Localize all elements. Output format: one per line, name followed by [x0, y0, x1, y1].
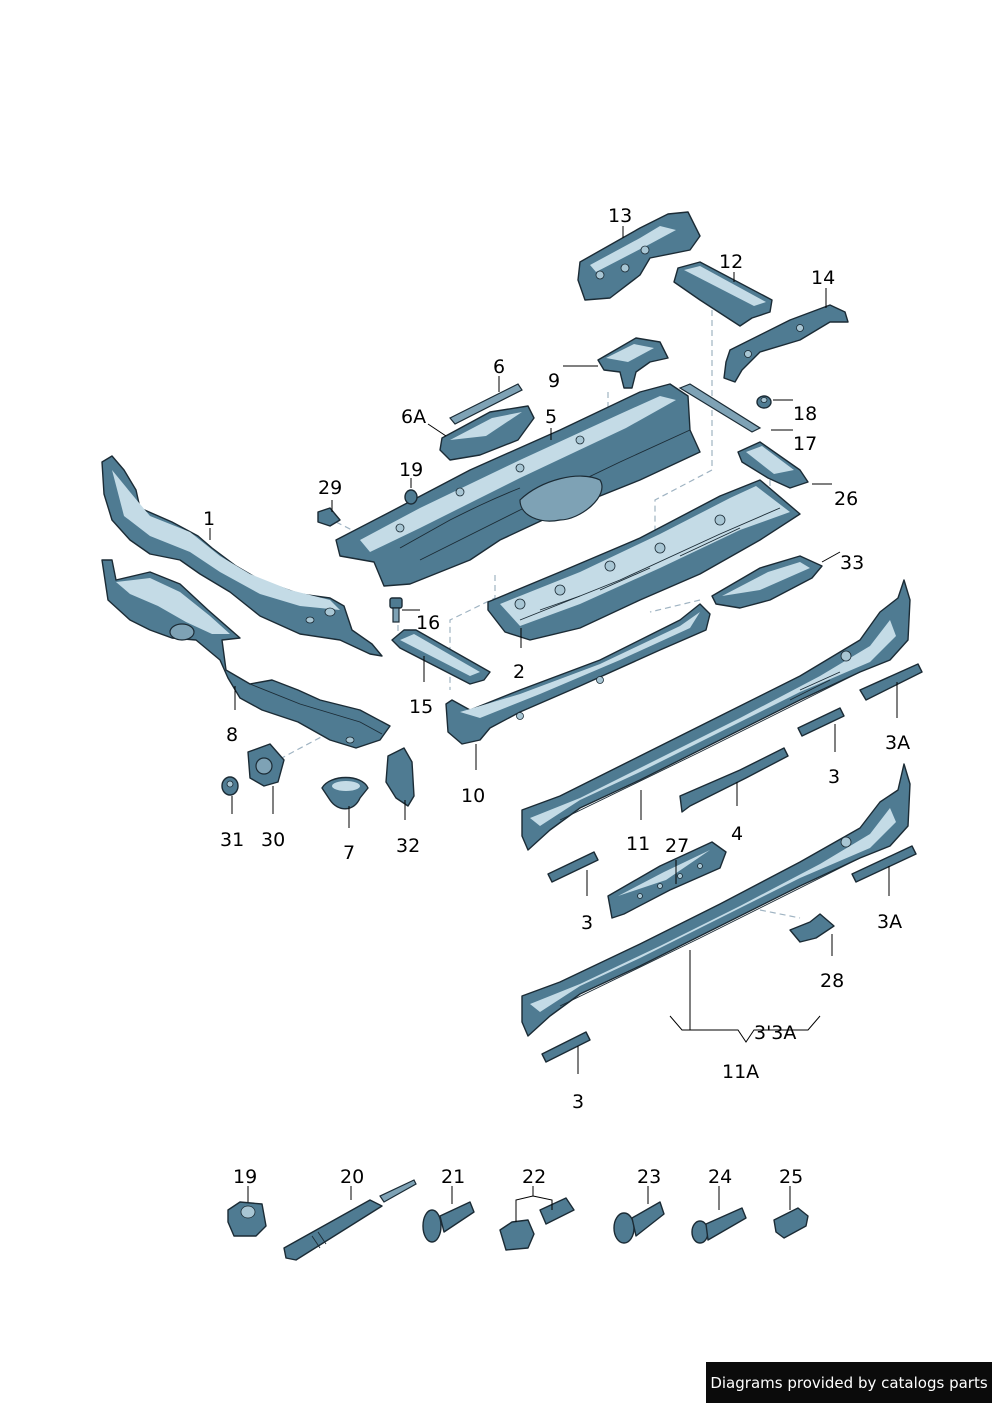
callout-3-lower: 3 [572, 1091, 584, 1113]
part-6-heat-shield [449, 383, 523, 425]
callout-31: 31 [220, 829, 244, 851]
part-3-clip-strips [541, 663, 923, 1063]
hardware-22-bolt-set [499, 1197, 575, 1251]
hardware-label-25: 25 [779, 1166, 803, 1188]
part-16-bolt [389, 597, 403, 623]
hardware-21-screw [422, 1201, 475, 1243]
hardware-label-20: 20 [340, 1166, 364, 1188]
callout-30: 30 [261, 829, 285, 851]
callout-9: 9 [548, 370, 560, 392]
callout-10: 10 [461, 785, 485, 807]
part-11A-sill-panel [521, 763, 911, 1037]
callout-26: 26 [834, 488, 858, 510]
part-7-cup [321, 776, 369, 810]
callout-14: 14 [811, 267, 835, 289]
part-4-strip [679, 747, 789, 813]
part-2-floor-pan [487, 479, 801, 641]
hardware-24-screw [691, 1207, 747, 1244]
hardware-label-19: 19 [233, 1166, 257, 1188]
callout-32: 32 [396, 835, 420, 857]
part-13-bracket [577, 211, 701, 301]
part-8-rear-floor [101, 559, 391, 749]
callout-labels: 13 12 14 6 9 6A 5 18 17 19 26 29 1 33 16… [203, 205, 910, 1113]
callout-3A: 3A [885, 732, 910, 754]
callout-3-upper: 3 [828, 766, 840, 788]
part-19-nut [404, 489, 418, 505]
callout-2: 2 [513, 661, 525, 683]
callout-16: 16 [416, 612, 440, 634]
part-18-nut [756, 395, 772, 409]
callout-11: 11 [626, 833, 650, 855]
callout-27: 27 [665, 835, 689, 857]
part-12-cross-member [673, 261, 773, 327]
callout-19: 19 [399, 459, 423, 481]
hardware-label-22: 22 [522, 1166, 546, 1188]
leader-lines [209, 226, 898, 1222]
part-26-plate [737, 441, 809, 489]
part-30-bracket [247, 743, 285, 787]
hardware-20-tool [283, 1179, 417, 1261]
callout-15: 15 [409, 696, 433, 718]
hardware-label-23: 23 [637, 1166, 661, 1188]
hardware-25-cap [773, 1207, 809, 1239]
hardware-label-21: 21 [441, 1166, 465, 1188]
part-11-sill-panel [521, 579, 911, 851]
part-10-side-member [445, 603, 711, 745]
hardware-19-nut [227, 1201, 267, 1237]
callout-6: 6 [493, 356, 505, 378]
callout-18: 18 [793, 403, 817, 425]
hardware-label-24: 24 [708, 1166, 732, 1188]
part-32-bracket [385, 747, 415, 807]
callout-3A-lower: 3A [877, 911, 902, 933]
part-9-bracket [597, 337, 669, 389]
part-5-tunnel [335, 383, 701, 587]
part-27-strip [607, 841, 727, 919]
callout-1: 1 [203, 508, 215, 530]
callout-7: 7 [343, 842, 355, 864]
callout-8: 8 [226, 724, 238, 746]
callout-12: 12 [719, 251, 743, 273]
hardware-23-clip [613, 1201, 665, 1244]
callout-33: 33 [840, 552, 864, 574]
callout-17: 17 [793, 433, 817, 455]
part-28-bracket [789, 913, 835, 943]
part-17-strut [678, 383, 762, 433]
callout-4: 4 [731, 823, 743, 845]
callout-5: 5 [545, 406, 557, 428]
part-31-nut [221, 776, 239, 796]
callout-6A: 6A [401, 406, 426, 428]
callout-29: 29 [318, 477, 342, 499]
callout-28: 28 [820, 970, 844, 992]
part-29-clip [317, 507, 341, 527]
footer-banner: Diagrams provided by catalogs parts [706, 1362, 992, 1403]
footer-text: Diagrams provided by catalogs parts [710, 1373, 988, 1392]
part-1-floor-panel [101, 455, 383, 657]
part-33-bracket [711, 555, 823, 609]
callout-3-mid: 3 [581, 912, 593, 934]
hardware-labels: 19 20 21 22 23 24 25 [233, 1166, 803, 1188]
part-6A-heat-shield [439, 405, 535, 461]
callout-11A: 11A [722, 1061, 759, 1083]
callout-3-3A: 3'3A [754, 1022, 796, 1044]
part-14-bracket [723, 304, 849, 383]
part-15-bracket [391, 629, 491, 685]
callout-13: 13 [608, 205, 632, 227]
